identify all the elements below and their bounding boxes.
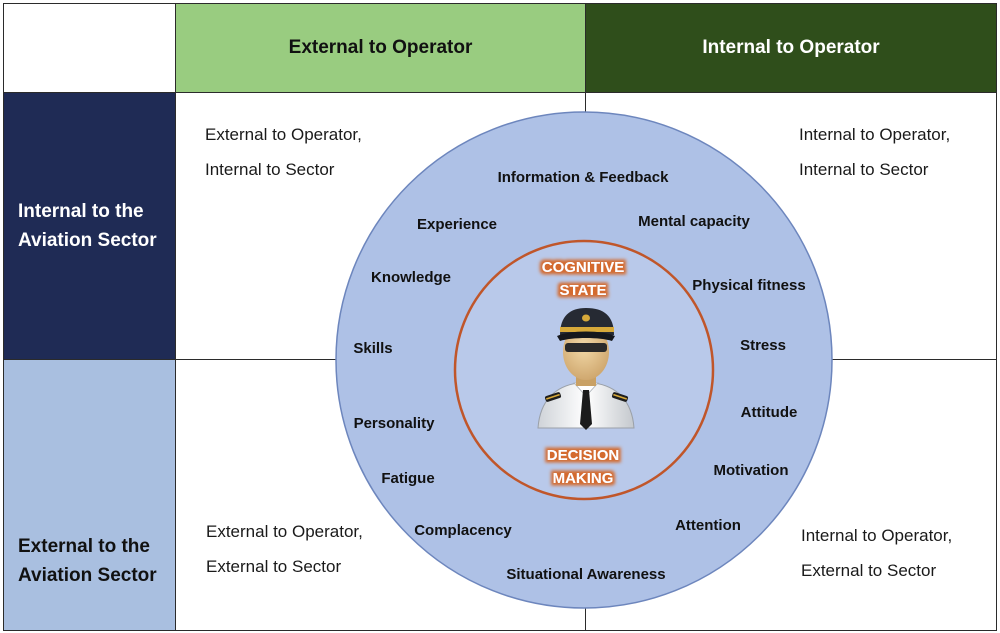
- factor-attitude: Attitude: [741, 404, 798, 421]
- quadrant-top-right-text: Internal to Operator, Internal to Sector: [799, 117, 950, 187]
- corner-cell: [3, 3, 176, 93]
- header-external-to-operator: External to Operator: [175, 3, 586, 93]
- quadrant-top-left-text: External to Operator, Internal to Sector: [205, 117, 362, 187]
- row2-label-line1: External to the: [18, 536, 150, 557]
- row-internal-to-aviation-sector: Internal to the Aviation Sector: [3, 92, 176, 360]
- row2-label-line2: Aviation Sector: [18, 565, 157, 586]
- qtl-line2: Internal to Sector: [205, 160, 335, 179]
- header-col2-label: Internal to Operator: [702, 37, 880, 58]
- factor-personality: Personality: [354, 415, 436, 432]
- header-col1-label: External to Operator: [288, 37, 473, 58]
- factor-skills: Skills: [353, 340, 392, 357]
- factor-attention: Attention: [675, 517, 741, 534]
- factor-experience: Experience: [417, 216, 497, 233]
- factor-fatigue: Fatigue: [381, 470, 434, 487]
- header-internal-to-operator: Internal to Operator: [585, 3, 997, 93]
- qtr-line2: Internal to Sector: [799, 160, 929, 179]
- factor-information-feedback: Information & Feedback: [498, 169, 670, 186]
- pilot-avatar-icon: [537, 308, 635, 430]
- row-external-to-aviation-sector: External to the Aviation Sector: [3, 359, 176, 631]
- row1-label-line1: Internal to the: [18, 201, 144, 222]
- qbr-line2: External to Sector: [801, 561, 937, 580]
- cognitive-state-line2: STATE: [560, 282, 607, 299]
- qtr-line1: Internal to Operator,: [799, 125, 951, 144]
- qtl-line1: External to Operator,: [205, 125, 362, 144]
- qbl-line2: External to Sector: [206, 557, 342, 576]
- factor-stress: Stress: [740, 337, 786, 354]
- factor-knowledge: Knowledge: [371, 269, 451, 286]
- factor-motivation: Motivation: [714, 462, 789, 479]
- factor-complacency: Complacency: [414, 522, 512, 539]
- cognitive-state-line1: COGNITIVE: [542, 259, 625, 276]
- qbl-line1: External to Operator,: [206, 522, 363, 541]
- factor-situational-awareness: Situational Awareness: [506, 566, 665, 583]
- qbr-line1: Internal to Operator,: [801, 526, 953, 545]
- factor-mental-capacity: Mental capacity: [638, 213, 750, 230]
- quadrant-bottom-left-text: External to Operator, External to Sector: [206, 514, 363, 584]
- factor-physical-fitness: Physical fitness: [692, 277, 805, 294]
- row1-label-line2: Aviation Sector: [18, 230, 157, 251]
- decision-making-line1: DECISION: [547, 447, 620, 464]
- decision-making-line2: MAKING: [553, 470, 614, 487]
- quadrant-bottom-right-text: Internal to Operator, External to Sector: [801, 518, 952, 588]
